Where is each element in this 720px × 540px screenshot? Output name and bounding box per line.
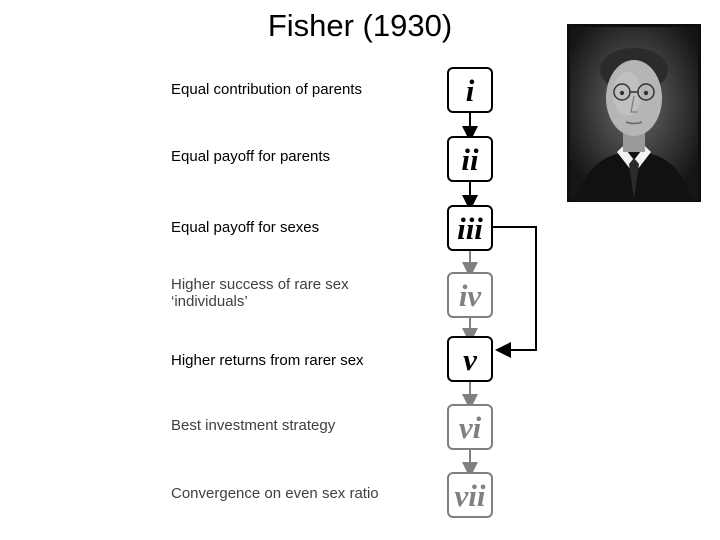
node-v: v bbox=[447, 336, 493, 382]
step-label-v: Higher returns from rarer sex bbox=[171, 352, 364, 369]
node-vi: vi bbox=[447, 404, 493, 450]
step-label-iii: Equal payoff for sexes bbox=[171, 219, 320, 236]
node-i: i bbox=[447, 67, 493, 113]
node-iv: iv bbox=[447, 272, 493, 318]
step-label-iv: Higher success of rare sex ‘individuals’ bbox=[171, 276, 349, 310]
step-label-i: Equal contribution of parents bbox=[171, 81, 362, 98]
step-label-ii: Equal payoff for parents bbox=[171, 148, 330, 165]
page-title: Fisher (1930) bbox=[267, 8, 453, 43]
arrow-iii-to-v-loop bbox=[493, 226, 537, 358]
node-vii: vii bbox=[447, 472, 493, 518]
node-iii: iii bbox=[447, 205, 493, 251]
node-ii: ii bbox=[447, 136, 493, 182]
step-label-vi: Best investment strategy bbox=[171, 417, 336, 434]
step-label-vii: Convergence on even sex ratio bbox=[171, 485, 379, 502]
portrait-photo bbox=[567, 24, 701, 202]
